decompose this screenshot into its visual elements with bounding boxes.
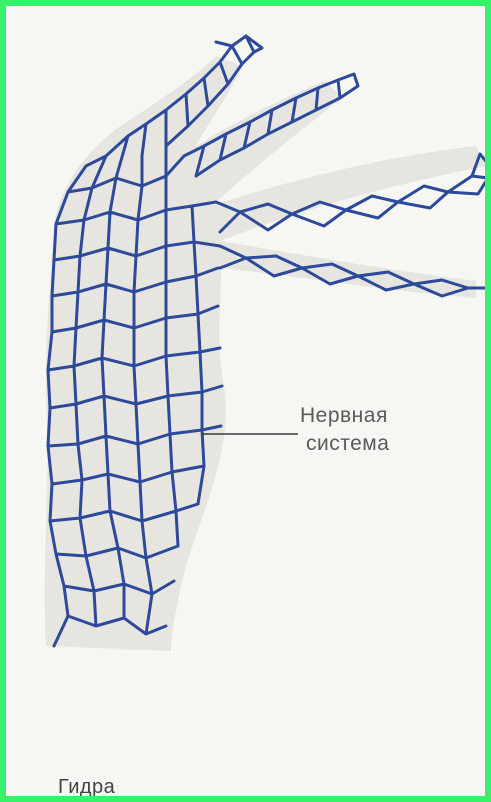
hydra-diagram (6, 6, 491, 802)
hydra-body (45, 56, 486, 651)
label-nervous-system-line2: система (306, 432, 389, 456)
label-nervous-system-line1: Нервная (300, 404, 388, 428)
caption-hydra: Гидра (58, 776, 115, 799)
